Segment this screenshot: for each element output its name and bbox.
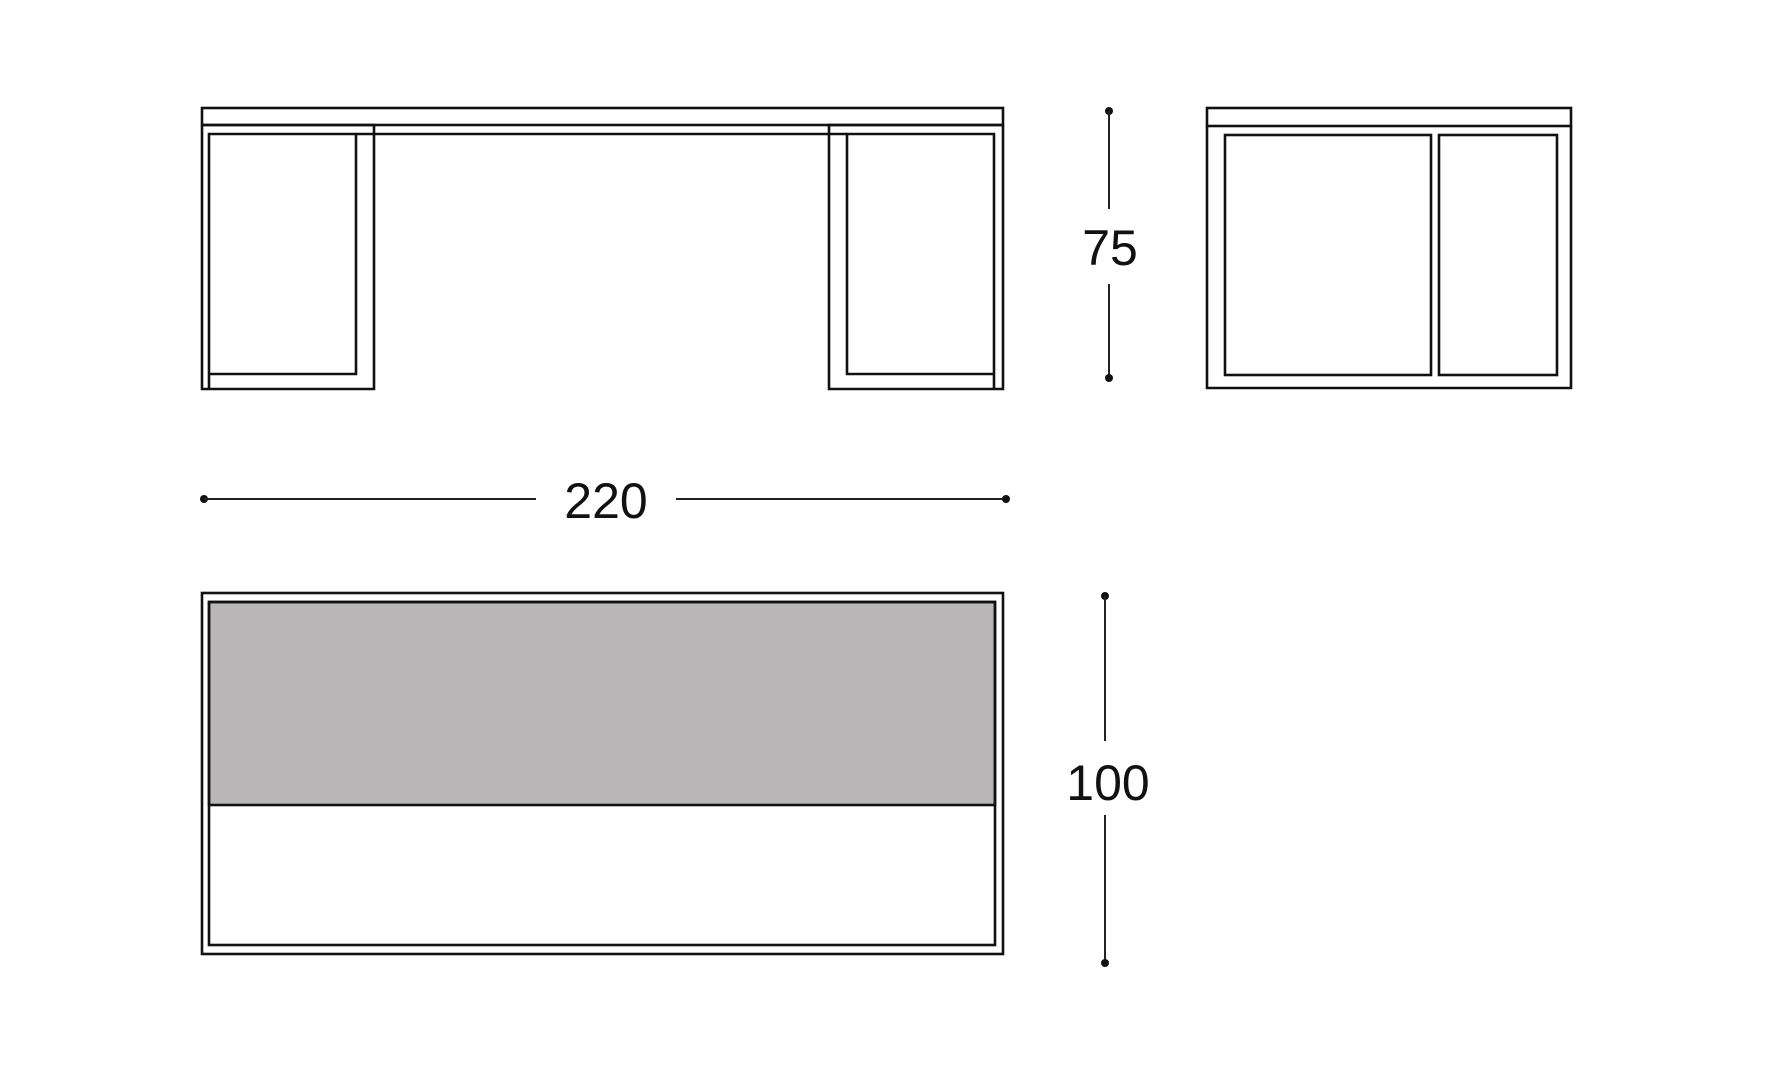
- dimension-endpoint: [1105, 374, 1113, 382]
- front-view: [200, 106, 1005, 391]
- side-view: [1205, 106, 1573, 390]
- depth-dimension: 100: [1066, 592, 1150, 967]
- front-left-leg: [200, 123, 376, 391]
- length-dimension: 220: [200, 473, 1010, 529]
- front-tabletop: [200, 106, 1005, 127]
- top-inner-frame: [207, 600, 997, 947]
- depth-value: 100: [1066, 755, 1149, 811]
- length-value: 220: [564, 473, 647, 529]
- height-dimension: 75: [1082, 107, 1138, 382]
- top-outer-frame: [200, 591, 1005, 956]
- height-value: 75: [1082, 220, 1138, 276]
- dimension-endpoint: [1002, 495, 1010, 503]
- side-panel-left: [1223, 133, 1433, 377]
- side-panel-right: [1437, 133, 1559, 377]
- top-shaded-surface: [207, 600, 997, 807]
- top-view: [200, 591, 1005, 956]
- side-tabletop: [1205, 106, 1573, 128]
- side-frame-outer: [1205, 126, 1573, 390]
- front-right-leg: [827, 123, 1005, 391]
- dimension-endpoint: [1101, 959, 1109, 967]
